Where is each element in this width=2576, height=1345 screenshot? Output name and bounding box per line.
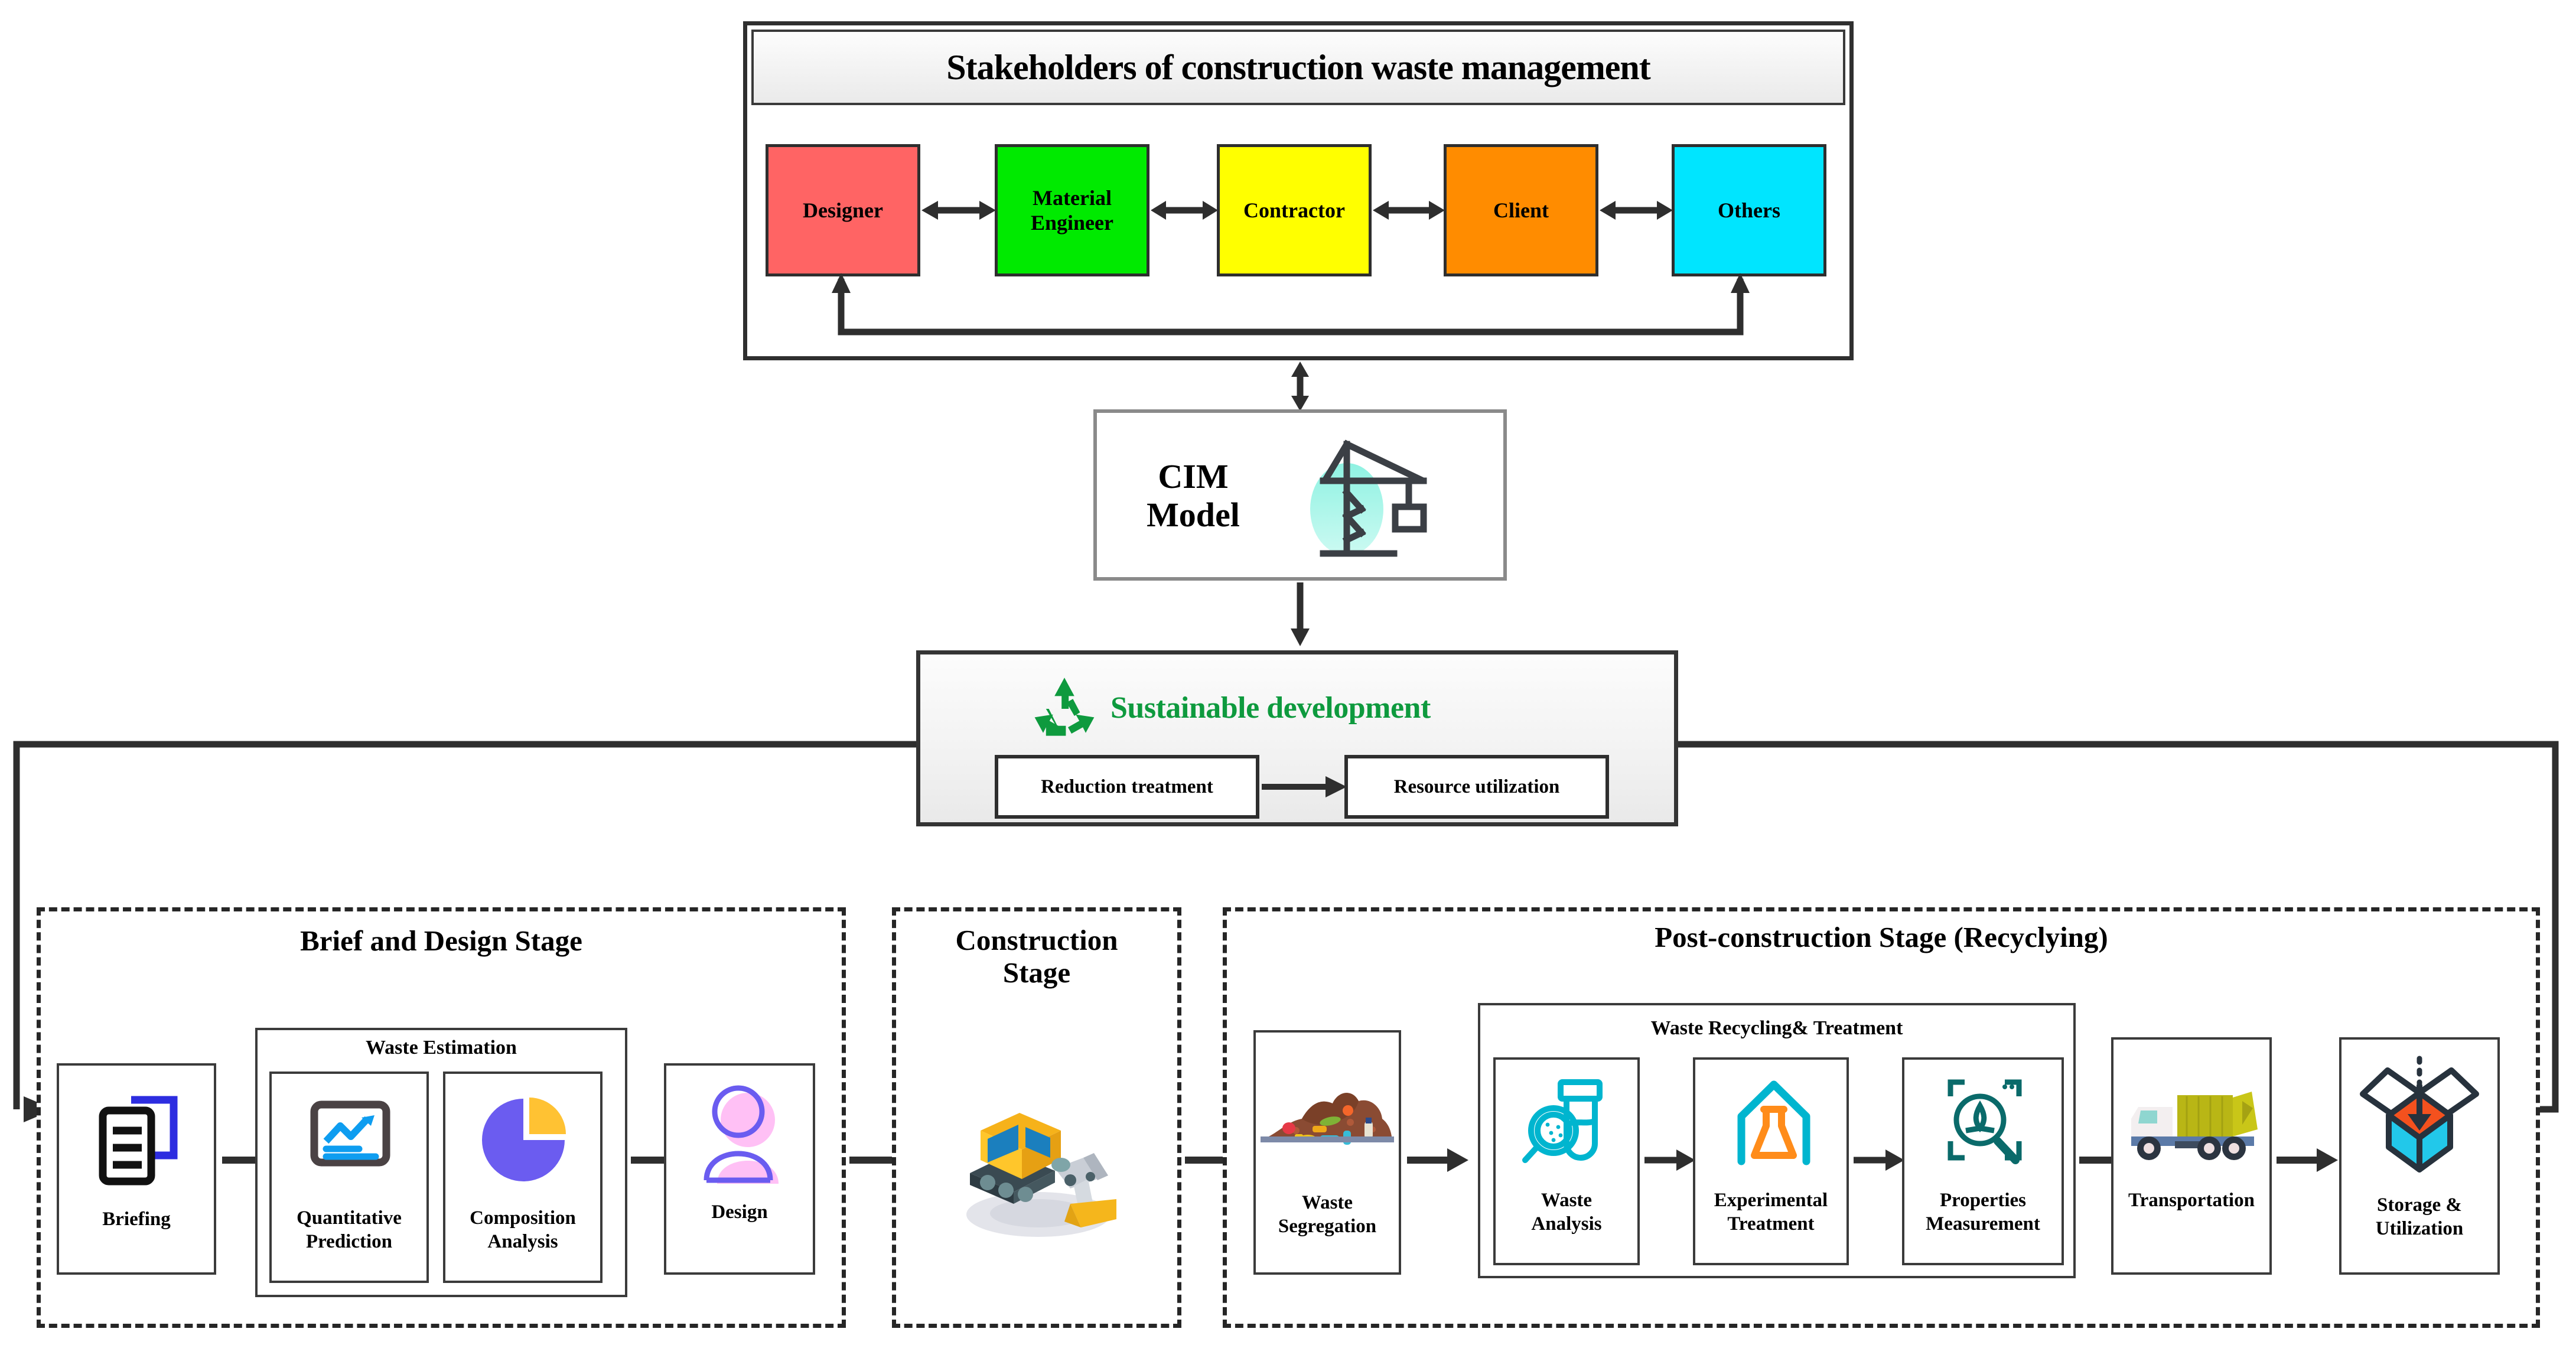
cell-label: Analysis [1531, 1213, 1602, 1235]
reduction-treatment-label: Reduction treatment [1041, 776, 1213, 797]
reduction-treatment-box[interactable]: Reduction treatment [995, 755, 1259, 819]
cell-label: Briefing [102, 1209, 171, 1230]
down-arrow-icon [1291, 582, 1310, 646]
brief-and-design-stage-title: Brief and Design Stage [300, 924, 582, 957]
cell-composition-analysis[interactable]: Composition Analysis [443, 1072, 603, 1283]
cell-label: Measurement [1926, 1213, 2040, 1235]
cell-label: Utilization [2375, 1218, 2464, 1239]
resource-utilization-box[interactable]: Resource utilization [1344, 755, 1609, 819]
cell-label: Quantitative [297, 1207, 402, 1229]
cell-label: Segregation [1278, 1216, 1377, 1237]
cell-label: Analysis [487, 1231, 558, 1252]
cell-storage-utilization[interactable]: Storage & Utilization [2339, 1037, 2500, 1275]
stakeholder-box-designer[interactable]: Designer [766, 144, 920, 276]
cell-design[interactable]: Design [664, 1063, 815, 1275]
stakeholders-title-bar: Stakeholders of construction waste manag… [751, 30, 1845, 105]
double-arrow-vertical-icon [1291, 362, 1309, 411]
stakeholder-label: Material Engineer [1031, 185, 1113, 235]
page-title: Stakeholders of construction waste manag… [946, 47, 1651, 87]
post-construction-stage-title: Post-construction Stage (Recyclying) [1655, 920, 2108, 953]
cell-briefing[interactable]: Briefing [57, 1063, 216, 1275]
stakeholder-box-contractor[interactable]: Contractor [1217, 144, 1372, 276]
cell-label: Waste [1541, 1190, 1593, 1212]
cell-transportation[interactable]: Transportation [2111, 1037, 2272, 1275]
cell-label: Prediction [305, 1231, 393, 1252]
stakeholder-label: Client [1493, 198, 1549, 222]
stakeholder-box-material-engineer[interactable]: Material Engineer [995, 144, 1149, 276]
sustainable-title: Sustainable development [1110, 691, 1431, 725]
cell-waste-analysis[interactable]: Waste Analysis [1493, 1057, 1640, 1265]
stakeholder-label: Designer [803, 198, 883, 222]
waste-estimation-title: Waste Estimation [366, 1037, 517, 1059]
waste-recycling-treatment-title: Waste Recycling& Treatment [1650, 1017, 1903, 1039]
resource-utilization-label: Resource utilization [1393, 776, 1560, 797]
stakeholder-box-others[interactable]: Others [1672, 144, 1826, 276]
cell-label: Design [711, 1201, 768, 1223]
stakeholder-label: Contractor [1243, 198, 1345, 222]
cim-model-label: CIM Model [1147, 457, 1240, 534]
cell-label: Experimental [1714, 1190, 1828, 1212]
cim-model-box[interactable] [1093, 409, 1507, 581]
cell-label: Transportation [2128, 1190, 2255, 1212]
cell-label: Waste [1301, 1192, 1353, 1214]
stakeholder-label: Others [1718, 198, 1780, 222]
construction-stage-title: Construction Stage [955, 924, 1118, 989]
cell-waste-segregation[interactable]: Waste Segregation [1253, 1030, 1401, 1275]
cell-label: Treatment [1727, 1213, 1815, 1235]
cell-label: Storage & [2377, 1194, 2462, 1216]
cell-quantitative-prediction[interactable]: Quantitative Prediction [269, 1072, 429, 1283]
cell-properties-measurement[interactable]: Properties Measurement [1902, 1057, 2064, 1265]
cell-label: Composition [470, 1207, 576, 1229]
stakeholder-box-client[interactable]: Client [1444, 144, 1598, 276]
cell-label: Properties [1939, 1190, 2026, 1212]
cell-experimental-treatment[interactable]: Experimental Treatment [1693, 1057, 1849, 1265]
